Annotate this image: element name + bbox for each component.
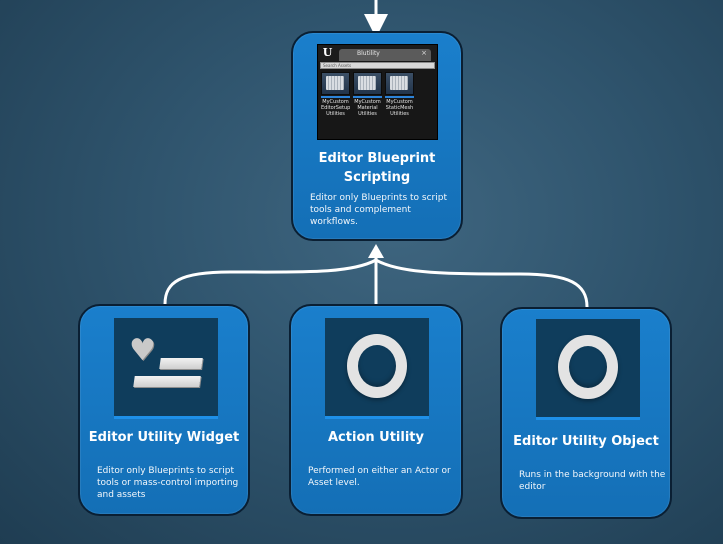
card-title: Editor Utility Object [513,434,659,449]
card-description: Editor only Blueprints to script tools a… [310,193,447,227]
blutility-window-screenshot: U Blutility × Search Assets MyCustom Edi… [317,44,438,140]
asset-label: MyCustom EditorSetup Utilities [321,99,351,117]
editor-utility-widget-card: ♥ Editor Utility Widget Editor only Blue… [78,304,250,516]
card-title: Editor Blueprint Scripting [318,151,436,185]
tab-title: Blutility [357,50,380,57]
card-icon-box [536,319,640,420]
blueprint-book-icon [385,72,414,95]
editor-utility-object-card: Editor Utility Object Runs in the backgr… [500,307,672,519]
card-description: Performed on either an Actor or Asset le… [308,466,451,488]
heart-icon: ♥ [129,333,156,368]
merge-arrowhead [368,244,384,258]
widget-bar-icon [159,358,203,369]
asset-label: MyCustom Material Utilities [354,99,381,117]
card-title: Editor Utility Widget [88,430,240,445]
card-icon-box: ♥ [114,318,218,419]
branch-right [375,258,589,308]
blueprint-book-icon [353,72,382,95]
card-description: Runs in the background with the editor [519,470,666,492]
card-icon-box [325,318,429,419]
ring-icon [558,335,618,399]
action-utility-card: Action Utility Performed on either an Ac… [289,304,463,516]
window-titlebar: U Blutility × [318,45,437,61]
card-description: Editor only Blueprints to script tools o… [97,466,239,500]
unreal-logo-icon: U [322,46,333,59]
asset-tile: MyCustom StaticMesh Utilities [385,72,414,117]
card-title: Action Utility [328,430,424,445]
asset-tile: MyCustom Material Utilities [353,72,382,117]
blueprint-book-icon [321,72,350,95]
ring-icon [347,334,407,398]
asset-tile: MyCustom EditorSetup Utilities [321,72,350,117]
widget-bar-icon [133,376,201,387]
window-tab: Blutility × [339,49,431,61]
asset-label: MyCustom StaticMesh Utilities [385,99,414,117]
branch-left [163,258,377,305]
close-icon: × [421,49,427,57]
search-assets-field: Search Assets [320,62,435,69]
